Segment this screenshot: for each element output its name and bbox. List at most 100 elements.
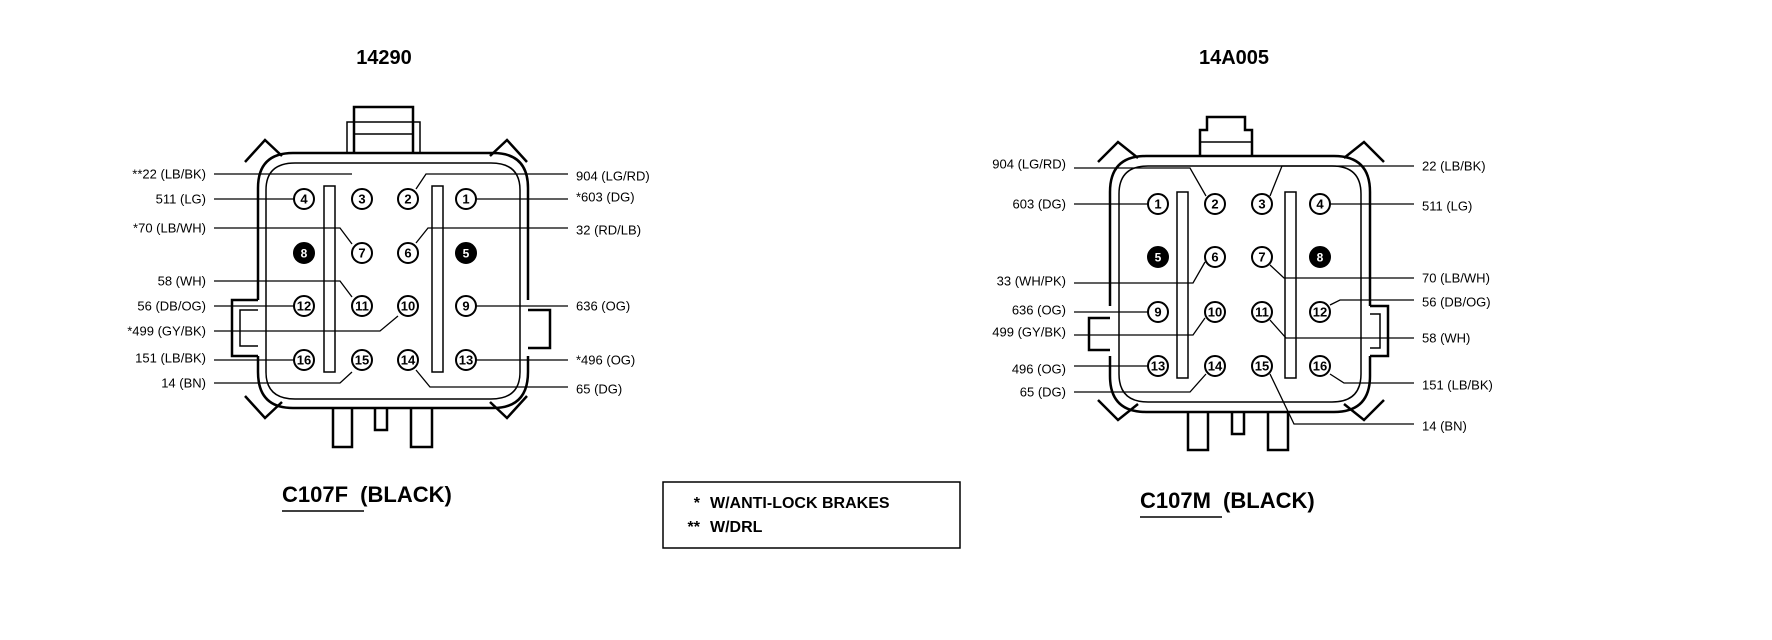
pin-cavity: 11 <box>1251 301 1273 323</box>
pin-cavity: 12 <box>293 295 315 317</box>
pin-number: 12 <box>297 299 311 314</box>
pin-number: 14 <box>401 353 416 368</box>
pin-cavity: 8 <box>1309 246 1331 268</box>
cavity-circle <box>1309 301 1331 323</box>
connector-name-suffix: (BLACK) <box>1223 488 1315 513</box>
pin-cavity: 8 <box>293 242 315 264</box>
wire-callout: 511 (LG) <box>156 192 294 207</box>
ear-top-left <box>1097 140 1139 163</box>
pin-cavity: 13 <box>455 349 477 371</box>
peg-middle <box>1230 412 1246 436</box>
separator-bar-left <box>1176 191 1189 379</box>
housing-outer-top <box>256 151 530 300</box>
pin-number: 9 <box>462 299 469 314</box>
cavity-circle <box>397 295 419 317</box>
cavity-circle <box>397 188 419 210</box>
pin-cavity: 5 <box>455 242 477 264</box>
cavity-circle <box>351 188 373 210</box>
cavity-circle <box>397 242 419 264</box>
pin-cavity: 11 <box>351 295 373 317</box>
connector-name-code: C107M <box>1140 488 1211 513</box>
wire-label: 904 (LG/RD) <box>576 169 650 184</box>
pin-number: 10 <box>401 299 415 314</box>
wire-callout: *496 (OG) <box>476 353 635 368</box>
leader-line <box>214 280 353 298</box>
separator-bar-right <box>431 185 444 373</box>
pin-cavity: 6 <box>397 242 419 264</box>
pin-cavity: 7 <box>351 242 373 264</box>
leader-line <box>214 371 353 384</box>
cavity-circle <box>1204 193 1226 215</box>
peg-right <box>409 408 434 449</box>
wire-callout: 511 (LG) <box>1330 199 1472 214</box>
pin-number: 7 <box>1258 250 1265 265</box>
wire-label: 70 (LB/WH) <box>1422 271 1490 286</box>
pin-cavity: 15 <box>1251 355 1273 377</box>
wire-label: *603 (DG) <box>576 190 635 205</box>
leader-line <box>1074 261 1206 284</box>
wire-label: 511 (LG) <box>156 192 206 207</box>
wire-callout: 636 (OG) <box>1012 303 1148 318</box>
legend-symbol: ** <box>688 519 701 536</box>
peg-left <box>1186 412 1210 452</box>
wire-label: *496 (OG) <box>576 353 635 368</box>
legend-symbol: * <box>694 495 701 512</box>
wire-callout: 33 (WH/PK) <box>997 261 1206 289</box>
pin-number: 8 <box>301 247 308 261</box>
wire-callout: 65 (DG) <box>415 369 622 397</box>
pin-cavity: 12 <box>1309 301 1331 323</box>
wire-callout: *603 (DG) <box>476 190 635 205</box>
plugged-cavity-circle <box>1309 246 1331 268</box>
pin-number: 5 <box>463 247 470 261</box>
pin-cavity: 16 <box>293 349 315 371</box>
pin-number: 11 <box>355 299 369 314</box>
pin-number: 2 <box>1211 197 1218 212</box>
leader-line <box>1074 373 1207 393</box>
separator-bar-left <box>323 185 336 373</box>
peg-right <box>1266 412 1290 452</box>
wire-callout: 14 (BN) <box>1269 373 1467 434</box>
pin-number: 1 <box>462 192 469 207</box>
cavity-circle <box>1251 301 1273 323</box>
latch-inner <box>346 121 421 153</box>
pin-cavity: 1 <box>1147 193 1169 215</box>
leader-line <box>415 369 568 388</box>
separator-bar-right <box>1284 191 1297 379</box>
pin-cavity: 10 <box>397 295 419 317</box>
wire-label: **22 (LB/BK) <box>132 167 206 182</box>
cavity-circle <box>1309 355 1331 377</box>
wire-callout: 70 (LB/WH) <box>1269 264 1490 286</box>
wire-callout: 904 (LG/RD) <box>415 169 650 190</box>
pin-number: 4 <box>1316 197 1324 212</box>
wire-label: 58 (WH) <box>158 274 206 289</box>
leader-line <box>214 315 399 332</box>
wire-label: 496 (OG) <box>1012 362 1066 377</box>
pin-number: 9 <box>1154 305 1161 320</box>
pin-cavity: 1 <box>455 188 477 210</box>
wire-label: 14 (BN) <box>161 376 206 391</box>
pin-cavity: 10 <box>1204 301 1226 323</box>
housing-inner <box>265 162 521 400</box>
pin-cavity: 14 <box>397 349 419 371</box>
pin-number: 15 <box>1255 359 1269 374</box>
pin-number: 16 <box>297 353 311 368</box>
pin-number: 4 <box>300 192 308 207</box>
wire-callout: 58 (WH) <box>158 274 353 298</box>
cavity-circle <box>351 242 373 264</box>
wire-label: 904 (LG/RD) <box>992 157 1066 172</box>
ear-bottom-left <box>244 395 283 420</box>
wire-label: 65 (DG) <box>1020 385 1066 400</box>
leader-line <box>415 227 568 244</box>
housing-outer-top <box>1108 154 1372 306</box>
pin-cavity: 2 <box>1204 193 1226 215</box>
wire-label: 151 (LB/BK) <box>135 351 206 366</box>
pin-cavity: 9 <box>455 295 477 317</box>
connector-name-code: C107F <box>282 482 348 507</box>
pin-number: 6 <box>1211 250 1218 265</box>
cavity-circle <box>1204 301 1226 323</box>
pin-number: 11 <box>1255 305 1269 320</box>
pin-number: 6 <box>404 246 411 261</box>
wire-callout: 151 (LB/BK) <box>1329 373 1493 393</box>
leader-line <box>1329 373 1414 384</box>
